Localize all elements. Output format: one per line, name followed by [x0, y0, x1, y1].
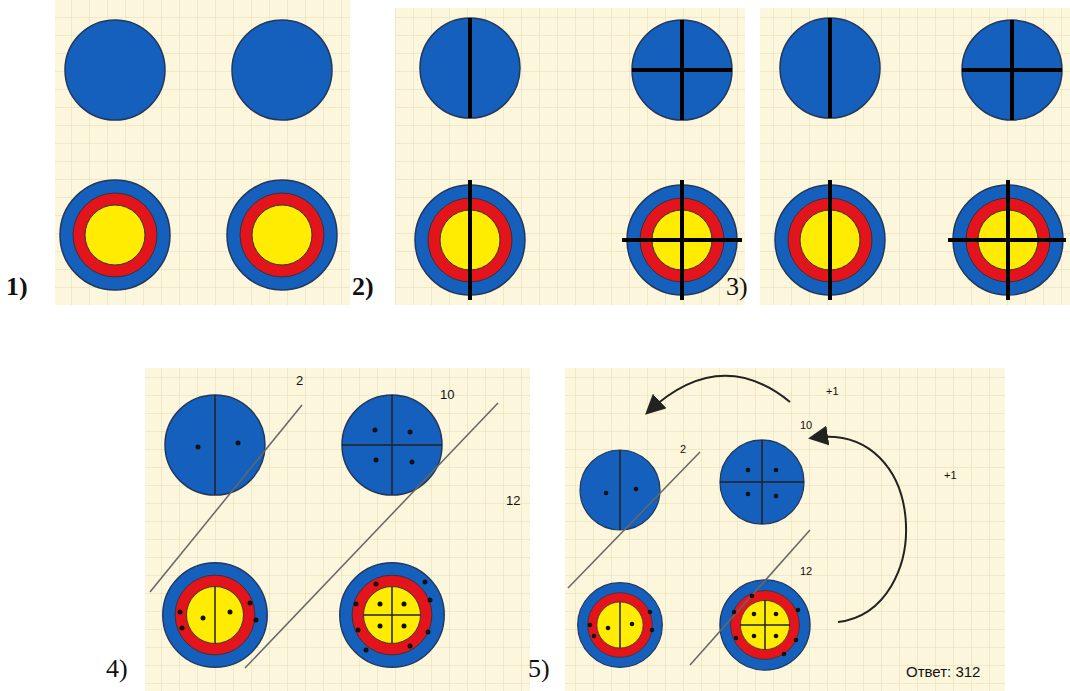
score-number: 12	[800, 566, 812, 577]
panel-number: 3)	[726, 274, 748, 300]
increment-label: +1	[944, 470, 957, 481]
panel-number: 1)	[6, 274, 28, 300]
panel-number: 5)	[528, 656, 550, 682]
score-number: 2	[296, 374, 303, 387]
score-number: 2	[680, 444, 686, 455]
panel-number: 2)	[352, 274, 374, 300]
score-number: 10	[440, 388, 454, 401]
increment-label: +1	[826, 386, 839, 397]
score-number: 10	[800, 420, 812, 431]
score-number: 12	[506, 494, 520, 507]
panel-number: 4)	[106, 656, 128, 682]
answer-text: Ответ: 312	[906, 664, 980, 679]
